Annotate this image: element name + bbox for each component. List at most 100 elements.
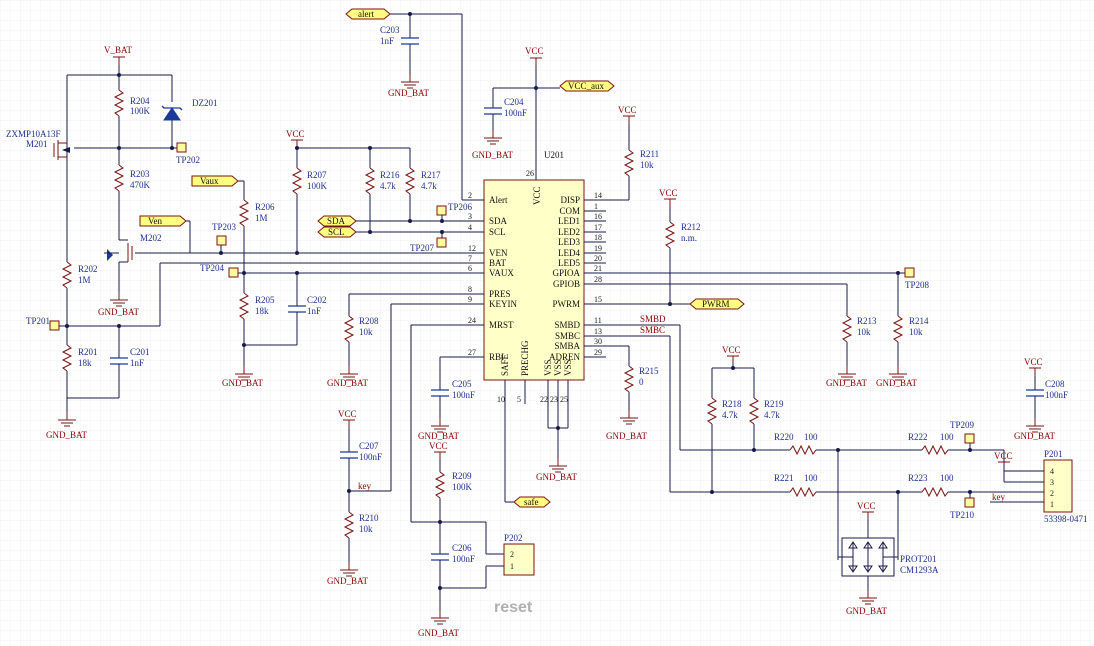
alert-flag: alert <box>345 8 463 200</box>
svg-text:DZ201: DZ201 <box>192 98 218 108</box>
svg-text:R208: R208 <box>359 316 379 326</box>
u201-pin-name: SMBC <box>555 331 580 341</box>
vss-ground-wires <box>547 380 569 458</box>
u201-pin-name: GPIOB <box>553 279 580 289</box>
svg-text:VCC: VCC <box>659 188 678 198</box>
svg-text:R214: R214 <box>909 316 929 326</box>
u201-pin-name: PRECHG <box>520 340 530 376</box>
svg-text:R223: R223 <box>908 473 928 483</box>
u201-pin-name: LED3 <box>558 237 580 247</box>
vcc-u201-port: VCC <box>493 46 560 90</box>
svg-text:C207: C207 <box>359 441 379 451</box>
svg-text:100: 100 <box>804 473 818 483</box>
vcc-r212-port: VCC <box>659 188 678 222</box>
smba-wire <box>606 345 630 366</box>
tp201-test-point: TP201 <box>26 262 462 331</box>
u201-pin-number: 19 <box>594 244 602 253</box>
u201-pin-number: 18 <box>594 233 602 242</box>
u201-right-pins: 14DISP1COM16LED117LED218LED319LED420LED5… <box>549 191 606 362</box>
svg-text:18k: 18k <box>255 306 269 316</box>
svg-text:100nF: 100nF <box>452 390 475 400</box>
svg-text:2: 2 <box>1050 489 1054 498</box>
u201-pin-name: PRES <box>489 289 511 299</box>
u201-pin-number: 8 <box>468 285 472 294</box>
svg-text:C206: C206 <box>452 543 472 553</box>
u201-pin-number: 1 <box>594 202 598 211</box>
u201-ic: U201 <box>483 150 585 381</box>
c203-capacitor: C203 1nF <box>380 14 419 74</box>
svg-text:VCC: VCC <box>994 451 1013 461</box>
svg-text:U201: U201 <box>544 150 564 160</box>
r219-resistor: R219 4.7k <box>748 397 784 452</box>
svg-text:10k: 10k <box>857 327 871 337</box>
svg-text:100nF: 100nF <box>504 108 527 118</box>
svg-text:safe: safe <box>524 497 539 507</box>
r207-resistor: R207 100K <box>291 167 328 255</box>
svg-text:1M: 1M <box>78 275 91 285</box>
svg-text:TP208: TP208 <box>905 280 930 290</box>
vcc-c208-port: VCC <box>1024 357 1043 390</box>
u201-pin-name: DISP <box>560 195 580 205</box>
c201-capacitor: C201 1nF <box>67 326 150 399</box>
u201-pin-name: VAUX <box>489 268 514 278</box>
u201-pin-name: VSS <box>563 359 573 376</box>
svg-text:SMBD: SMBD <box>640 314 666 324</box>
svg-text:VCC: VCC <box>618 105 637 115</box>
svg-text:0: 0 <box>639 377 644 387</box>
svg-text:1: 1 <box>1050 500 1054 509</box>
keyin-wire: key <box>347 303 462 493</box>
u201-pin-number: 14 <box>594 191 602 200</box>
tp202-test-point: TP202 <box>176 142 200 165</box>
gnd-label-c204: GND_BAT <box>472 150 514 160</box>
svg-text:10k: 10k <box>909 327 923 337</box>
gnd-label-prot201: GND_BAT <box>846 606 888 616</box>
u201-pin-number: 11 <box>594 316 602 325</box>
c206-capacitor: C206 100nF <box>431 543 475 610</box>
svg-text:470K: 470K <box>130 180 151 190</box>
u201-pin-number: 2 <box>468 191 472 200</box>
u201-pin-name: PWRM <box>552 299 580 309</box>
tp206-test-point: TP206 <box>436 202 473 221</box>
m202-nmos-transistor: M202 <box>104 233 162 292</box>
u201-pin-number: 15 <box>594 295 602 304</box>
svg-text:100: 100 <box>940 432 954 442</box>
u201-pin-name: Alert <box>489 195 508 205</box>
svg-text:R203: R203 <box>130 169 150 179</box>
gnd-label-r208: GND_BAT <box>327 378 369 388</box>
gpiob-wire <box>606 283 848 316</box>
svg-text:R210: R210 <box>359 513 379 523</box>
u201-pin-number: 13 <box>594 327 602 336</box>
r216-resistor: R216 4.7k <box>364 148 400 232</box>
gnd-label-m202: GND_BAT <box>98 307 140 317</box>
svg-text:R204: R204 <box>130 96 150 106</box>
svg-text:ZXMP10A13F: ZXMP10A13F <box>6 129 61 139</box>
u201-pin-number: 9 <box>468 295 472 304</box>
r218-resistor: R218 4.7k <box>706 397 742 494</box>
r223-resistor: R223 100 <box>908 473 1044 498</box>
svg-text:4.7k: 4.7k <box>380 181 396 191</box>
svg-text:TP203: TP203 <box>212 222 237 232</box>
gnd-label-r205: GND_BAT <box>222 378 264 388</box>
svg-text:R215: R215 <box>639 366 659 376</box>
svg-text:100K: 100K <box>307 181 328 191</box>
svg-text:CM1293A: CM1293A <box>900 565 939 575</box>
u201-top-pin: 26 VCC <box>526 88 542 205</box>
c208-capacitor: C208 100nF <box>1026 379 1068 418</box>
p202-connector: P202 2 1 <box>438 522 535 590</box>
svg-text:TP204: TP204 <box>200 263 225 273</box>
vcc-r211-port: VCC <box>618 105 637 150</box>
u201-pin-name: KEYIN <box>489 299 517 309</box>
svg-text:TP206: TP206 <box>448 202 473 212</box>
svg-text:10k: 10k <box>359 327 373 337</box>
gnd-label-u201: GND_BAT <box>536 472 578 482</box>
svg-text:M202: M202 <box>140 233 162 243</box>
svg-text:VCC: VCC <box>722 345 741 355</box>
u201-pin-name: VSS <box>553 359 563 376</box>
svg-text:18k: 18k <box>78 358 92 368</box>
svg-text:100nF: 100nF <box>359 452 382 462</box>
u201-pin-number: 20 <box>594 254 602 263</box>
svg-text:C204: C204 <box>504 97 524 107</box>
gnd-label-r214: GND_BAT <box>876 378 918 388</box>
tp207-test-point: TP207 <box>410 232 447 253</box>
rbi-wire <box>439 356 462 390</box>
